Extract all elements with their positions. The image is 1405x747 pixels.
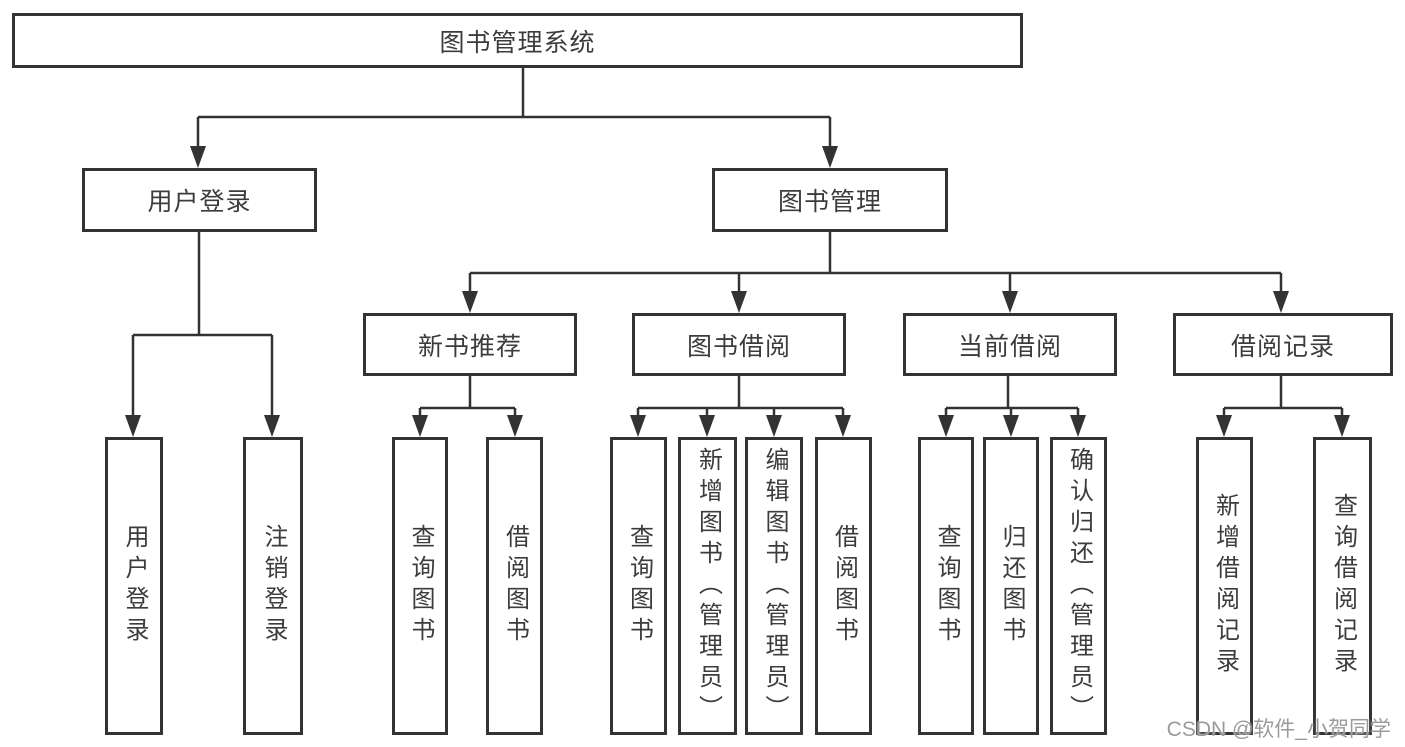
- leaf-record-query-borrow-record: 查询借阅记录: [1313, 437, 1372, 735]
- leaf-record-add-borrow-record: 新增借阅记录: [1196, 437, 1253, 735]
- leaf-borrow-borrow-books: 借阅图书: [815, 437, 872, 735]
- leaf-newbook-query-books: 查询图书: [392, 437, 448, 735]
- arrowheads: [125, 146, 1350, 437]
- leaf-user-login: 用户登录: [105, 437, 163, 735]
- leaf-borrow-query-books: 查询图书: [610, 437, 667, 735]
- node-current-borrow: 当前借阅: [903, 313, 1117, 376]
- leaf-borrow-add-books-admin: 新增图书（管理员）: [678, 437, 737, 735]
- node-book-borrow: 图书借阅: [632, 313, 846, 376]
- node-borrow-record: 借阅记录: [1173, 313, 1393, 376]
- node-book-management: 图书管理: [712, 168, 948, 232]
- node-user-login: 用户登录: [82, 168, 317, 232]
- leaf-current-confirm-return-admin: 确认归还（管理员）: [1050, 437, 1107, 735]
- leaf-current-query-books: 查询图书: [918, 437, 974, 735]
- leaf-newbook-borrow-books: 借阅图书: [486, 437, 543, 735]
- leaf-borrow-edit-books-admin: 编辑图书（管理员）: [745, 437, 803, 735]
- csdn-watermark: CSDN @软件_小贺同学: [1166, 718, 1391, 741]
- leaf-logout: 注销登录: [243, 437, 303, 735]
- node-root: 图书管理系统: [12, 13, 1023, 68]
- leaf-current-return-books: 归还图书: [983, 437, 1039, 735]
- node-new-book-recommend: 新书推荐: [363, 313, 577, 376]
